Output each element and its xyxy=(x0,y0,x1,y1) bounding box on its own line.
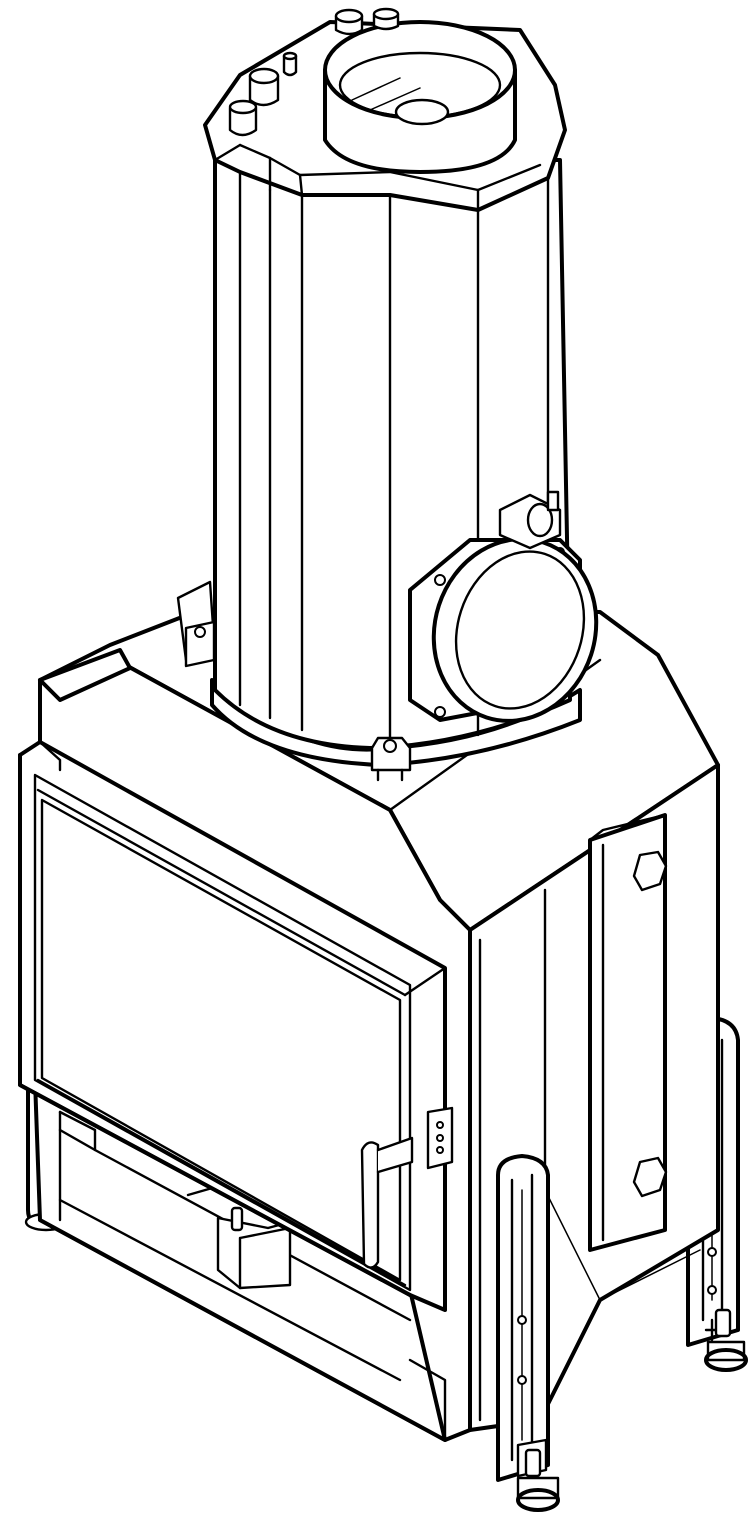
door-handle xyxy=(360,1136,414,1269)
front-right-leg xyxy=(496,1154,560,1512)
top-small-pipe-stubs xyxy=(228,7,400,137)
door-glass-panel xyxy=(40,798,402,1282)
slot-hole-lower xyxy=(632,1156,668,1198)
right-side-mounting-bracket xyxy=(588,813,668,1252)
front-top-moulding xyxy=(38,648,132,702)
door-hinge-plate xyxy=(426,1106,454,1170)
slot-hole-upper xyxy=(632,850,668,892)
ash-pan-damper-slide xyxy=(186,1178,292,1290)
side-spigot-clamp xyxy=(498,490,562,550)
column-base-clamp-front xyxy=(370,736,412,782)
fire-door xyxy=(18,740,447,1312)
flue-outlet-spigot xyxy=(323,20,517,174)
side-air-spigot xyxy=(408,537,599,723)
